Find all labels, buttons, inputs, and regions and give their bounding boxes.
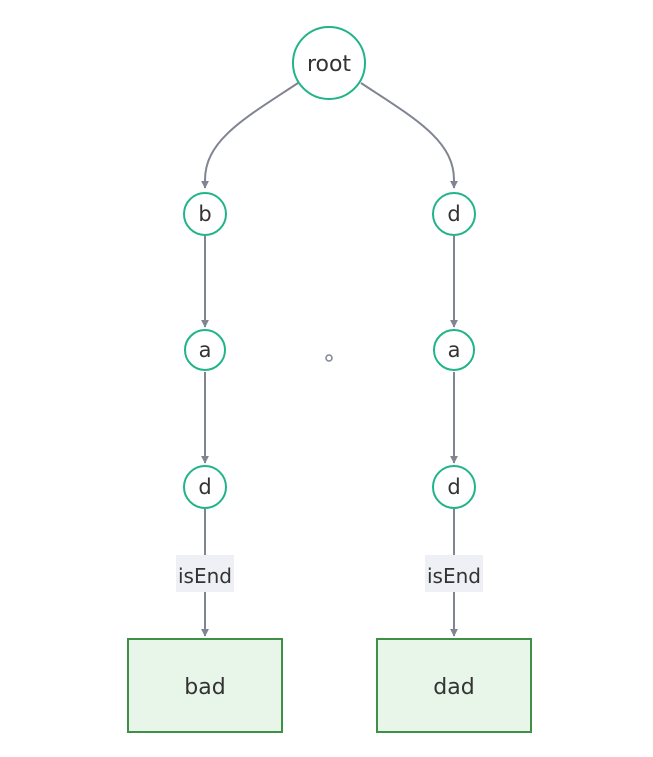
leaf-node-bad[interactable]: bad [127,638,283,733]
node-root[interactable]: root [292,26,366,100]
edge-label-text: isEnd [178,564,232,588]
node-d-bottom-right[interactable]: d [432,465,476,509]
node-b[interactable]: b [183,192,227,236]
edge-label-isend-right: isEnd [425,555,483,592]
node-d-bottom-left[interactable]: d [183,465,227,509]
node-label: a [199,338,212,362]
node-circle [433,329,475,371]
node-label: d [447,202,460,226]
node-label: d [447,475,460,499]
node-a-left[interactable]: a [184,329,226,371]
edge-root-to-d [360,82,458,189]
leaf-label: bad [184,675,225,700]
node-label: d [198,475,211,499]
node-label: a [448,338,461,362]
leaf-box [127,638,283,733]
center-anchor-dot [325,354,333,362]
edge-label-isend-left: isEnd [176,555,234,592]
edge-label-background [176,555,234,592]
node-d-top-right[interactable]: d [432,192,476,236]
node-label: b [198,202,211,226]
edge-root-to-b [201,82,299,189]
node-circle [292,26,366,100]
leaf-node-dad[interactable]: dad [376,638,532,733]
node-a-right[interactable]: a [433,329,475,371]
node-circle [183,465,227,509]
node-circle [432,465,476,509]
node-circle [183,192,227,236]
edge-label-background [425,555,483,592]
node-circle [184,329,226,371]
leaf-label: dad [433,675,474,700]
node-circle [432,192,476,236]
edge-label-text: isEnd [427,564,481,588]
leaf-box [376,638,532,733]
node-label: root [307,52,351,77]
